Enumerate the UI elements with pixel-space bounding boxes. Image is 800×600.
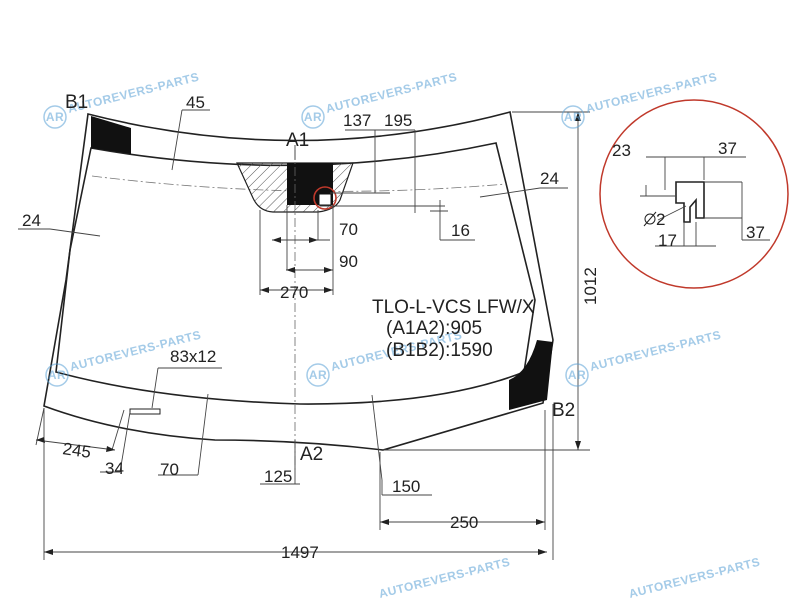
detail-dim-37-right: 37 (746, 223, 765, 242)
dim-mirror-16: 16 (451, 221, 470, 240)
watermark-logo: AR (304, 110, 322, 124)
dim-label-34: 34 (105, 459, 124, 478)
visibility-line (91, 175, 507, 192)
dim-left-band: 24 (22, 211, 41, 230)
detail-dim-37-top: 37 (718, 139, 737, 158)
watermark-logo: AR (309, 368, 327, 382)
corner-black-right (509, 340, 553, 410)
dim-mirror-90: 90 (339, 252, 358, 271)
watermark-logo: AR (48, 368, 66, 382)
label-rect (129, 408, 161, 415)
watermark-7: AUTOREVERS-PARTS (377, 555, 511, 600)
dimension-lines (18, 109, 590, 560)
point-b1-label: B1 (65, 92, 88, 113)
distance-a1a2: (A1A2):905 (386, 318, 482, 339)
dim-label-size: 83x12 (170, 347, 216, 366)
dim-bottom-125: 125 (264, 467, 292, 486)
detail-dim-2: 2 (656, 210, 665, 229)
dim-mirror-270: 270 (280, 283, 308, 302)
dim-mirror-70: 70 (339, 220, 358, 239)
detail-dim-17: 17 (658, 231, 677, 250)
dimension-arrows (36, 112, 581, 555)
dim-right-band: 24 (540, 169, 559, 188)
dim-mirror-137: 137 (343, 111, 371, 130)
point-b2-label: B2 (552, 400, 575, 421)
watermark-text: AUTOREVERS-PARTS (324, 70, 458, 116)
distance-b1b2: (B1B2):1590 (386, 340, 493, 361)
labels: B1 A1 A2 B2 TLO-L-VCS LFW/X (A1A2):905 (… (22, 92, 765, 562)
watermark-logo: AR (568, 368, 586, 382)
watermark-text: AUTOREVERS-PARTS (627, 555, 761, 600)
detail-view (599, 99, 789, 289)
watermark-logo: AR (46, 110, 64, 124)
detail-profile (675, 181, 705, 223)
part-code: TLO-L-VCS LFW/X (372, 297, 535, 318)
dim-top-band: 45 (186, 93, 205, 112)
diameter-symbol-slash (643, 211, 657, 227)
dim-label-70: 70 (160, 460, 179, 479)
dim-mirror-195: 195 (384, 111, 412, 130)
windshield-outer-edge (43, 111, 554, 451)
dim-left-245: 245 (61, 439, 92, 462)
corner-black-left (91, 116, 131, 154)
watermark-logo: AR (564, 110, 582, 124)
watermark-text: AUTOREVERS-PARTS (377, 555, 511, 600)
mirror-sensor-notch (318, 193, 332, 206)
point-a1-label: A1 (286, 130, 309, 151)
watermark-6: AR AUTOREVERS-PARTS (565, 328, 723, 387)
dim-height-total: 1012 (581, 267, 600, 305)
detail-dim-23: 23 (612, 141, 631, 160)
dim-bottom-150: 150 (392, 477, 420, 496)
watermark-text: AUTOREVERS-PARTS (588, 328, 722, 374)
dim-bottom-250: 250 (450, 513, 478, 532)
watermark-8: AUTOREVERS-PARTS (627, 555, 761, 600)
point-a2-label: A2 (300, 444, 323, 465)
diameter-symbol (644, 213, 656, 225)
dim-width-total: 1497 (281, 543, 319, 562)
mirror-detail-marker (313, 186, 337, 210)
watermark-2: AR AUTOREVERS-PARTS (301, 70, 459, 129)
